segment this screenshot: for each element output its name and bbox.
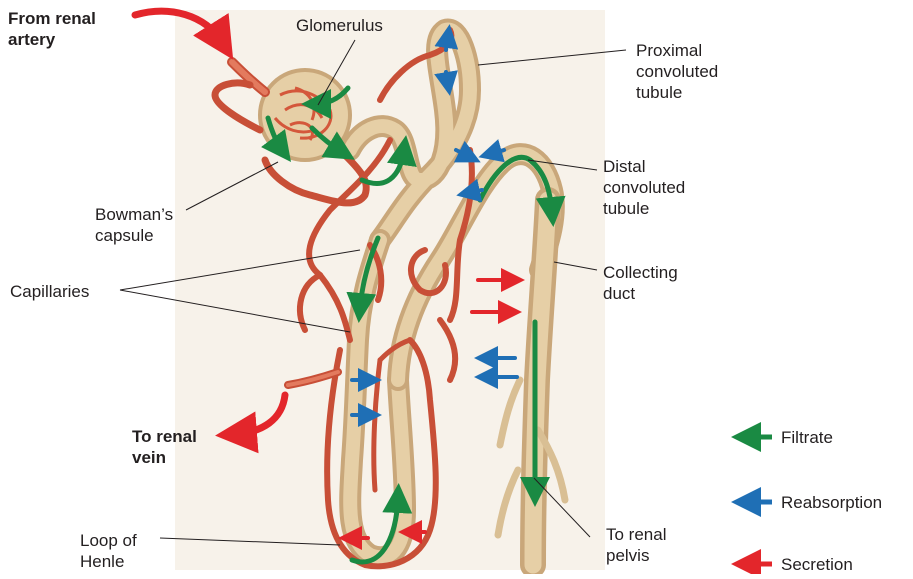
label-bowmans-capsule: Bowman’s capsule — [95, 204, 173, 246]
label-to-renal-vein: To renal vein — [132, 426, 197, 468]
label-from-renal-artery: From renal artery — [8, 8, 96, 50]
label-to-renal-pelvis: To renal pelvis — [606, 524, 666, 566]
label-glomerulus: Glomerulus — [296, 15, 383, 36]
reabsorption-arrow-pct-top — [446, 36, 448, 50]
label-loop-of-henle: Loop of Henle — [80, 530, 137, 572]
legend — [746, 437, 772, 564]
legend-filtrate-label: Filtrate — [781, 427, 833, 448]
label-collecting-duct: Collecting duct — [603, 262, 678, 304]
label-capillaries: Capillaries — [10, 281, 89, 302]
label-distal-convoluted-tubule: Distal convoluted tubule — [603, 156, 685, 219]
reabsorption-arrow-pct-bottom — [446, 72, 448, 84]
legend-secretion-label: Secretion — [781, 554, 853, 575]
label-proximal-convoluted-tubule: Proximal convoluted tubule — [636, 40, 718, 103]
legend-reabsorption-label: Reabsorption — [781, 492, 882, 513]
